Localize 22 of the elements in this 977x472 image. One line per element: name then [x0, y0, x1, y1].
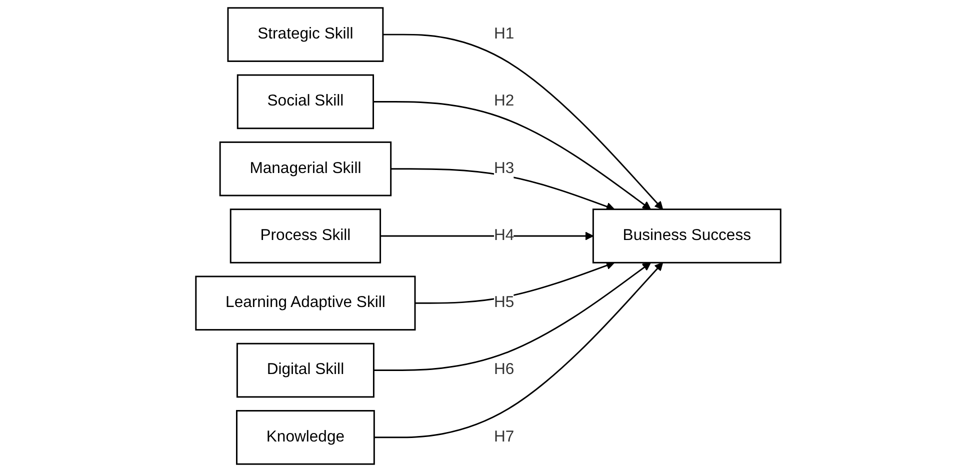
edge-label: H5: [494, 294, 514, 312]
arrow: [380, 232, 594, 240]
node-box: Business Success: [592, 208, 782, 264]
arrow: [374, 262, 664, 438]
node-box: Process Skill: [230, 208, 382, 264]
arrow: [391, 168, 615, 211]
edge-label: H6: [494, 361, 514, 378]
edge-label: H2: [494, 92, 514, 110]
arrow: [374, 100, 652, 210]
arrow: [383, 34, 664, 210]
edge-label: H7: [494, 428, 514, 446]
arrow: [374, 262, 652, 372]
arrow: [415, 261, 615, 304]
node-box: Knowledge: [236, 410, 376, 465]
node-box: Managerial Skill: [220, 141, 392, 196]
edge-label: H4: [494, 227, 514, 244]
node-box: Social Skill: [237, 74, 374, 130]
node-box: Strategic Skill: [227, 7, 384, 62]
edge-label: H3: [494, 160, 514, 177]
node-box: Learning Adaptive Skill: [195, 276, 416, 331]
edge-label: H1: [494, 26, 514, 42]
node-box: Digital Skill: [236, 342, 375, 398]
